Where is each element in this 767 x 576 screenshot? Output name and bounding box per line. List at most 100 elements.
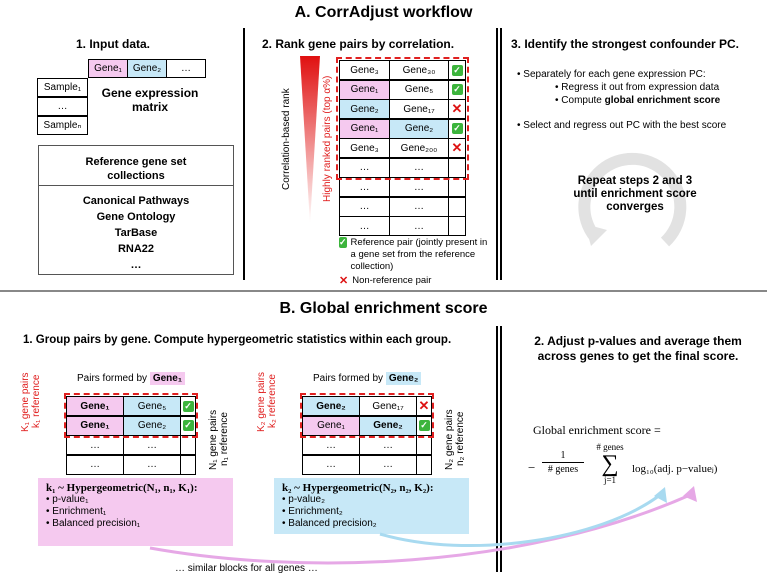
sum-term: log₁₀(adj. p−valueⱼ)	[632, 463, 718, 475]
step3-bullets: • Separately for each gene expression PC…	[517, 68, 762, 132]
rank-gradient-wedge	[300, 56, 320, 224]
stat-text: Enrichment₁	[52, 506, 107, 517]
stat-text: p-value₂	[288, 494, 325, 505]
bullet-text: Compute	[561, 95, 605, 106]
empty-cell	[416, 454, 432, 475]
collection-item: TarBase	[114, 227, 158, 239]
block2-formula: k₂ ~ Hypergeometric(N₂, n₂, K₂):	[282, 482, 434, 494]
check-icon: ✓	[182, 400, 194, 412]
cross-icon: ✕	[418, 398, 430, 413]
bullet-subitem: • Regress it out from expression data	[555, 82, 720, 93]
rank-axis-label: Correlation-based rank	[281, 88, 292, 190]
collection-item: …	[130, 259, 142, 271]
block1-stats-box: k₁ ~ Hypergeometric(N₁, n₁, K₁): • p-val…	[38, 478, 233, 546]
bullet-text: Select and regress out PC with the best …	[523, 120, 727, 131]
section-b-title: B. Global enrichment score	[279, 300, 488, 317]
check-cell: ✓	[180, 396, 196, 416]
empty-cell	[448, 177, 466, 197]
fraction: 1 # genes	[542, 450, 584, 475]
sum-lower: j=1	[603, 475, 617, 485]
matrix-header-gene2: Gene₂	[127, 59, 167, 78]
legend-nonreference: ✕Non-reference pair	[339, 275, 489, 287]
stat-text: Balanced precision₁	[52, 518, 141, 529]
collection-item: RNA22	[117, 243, 155, 255]
bullet-subitem: • Compute global enrichment score	[555, 95, 721, 106]
cross-cell: ✕	[448, 99, 466, 119]
legend-reference-text: Reference pair (jointly present in a gen…	[350, 237, 488, 272]
cross-icon: ✕	[339, 275, 349, 287]
step2-title: 2. Rank gene pairs by correlation.	[262, 37, 455, 51]
block2-caption-text: Pairs formed by	[313, 373, 384, 384]
pair-gene-a: …	[339, 216, 390, 236]
pair-gene-a: …	[302, 454, 360, 475]
block2-highlight	[300, 393, 434, 438]
legend: ✓Reference pair (jointly present in a ge…	[339, 237, 489, 287]
divider	[243, 28, 245, 280]
check-icon: ✓	[451, 64, 463, 76]
legend-nonreference-text: Non-reference pair	[352, 275, 432, 286]
sample-label: Sample₁	[37, 78, 88, 97]
empty-cell	[448, 216, 466, 236]
check-icon: ✓	[418, 420, 430, 431]
matrix-header-more: …	[166, 59, 206, 78]
step3-title: 3. Identify the strongest confounder PC.	[511, 37, 740, 51]
bullet-bold-text: global enrichment score	[604, 95, 721, 106]
aggregation-arrows	[149, 486, 697, 565]
reference-collections-title: Reference gene set collections	[39, 150, 233, 186]
pair-gene-b: …	[389, 216, 449, 236]
sum-symbol: # genes ∑ j=1	[590, 442, 630, 486]
stat-item: • p-value₁	[46, 494, 89, 505]
pair-gene-b: …	[389, 177, 449, 197]
block2-stats-box: k₂ ~ Hypergeometric(N₂, n₂, K₂): • p-val…	[274, 478, 469, 534]
highly-ranked-label: Highly ranked pairs (top α%)	[322, 75, 333, 202]
cross-cell: ✕	[448, 138, 466, 158]
reference-collections-box: Reference gene set collections Canonical…	[38, 145, 234, 275]
check-icon: ✓	[451, 123, 463, 134]
sample-label: …	[37, 97, 88, 116]
step1-title: 1. Input data.	[76, 37, 151, 51]
sample-label: Sampleₙ	[37, 116, 88, 135]
repeat-cycle-icon	[578, 152, 687, 247]
stat-item: • Enrichment₂	[282, 506, 343, 517]
repeat-text: Repeat steps 2 and 3 until enrichment sc…	[573, 175, 697, 213]
matrix-label: Gene expression matrix	[101, 86, 199, 114]
sum-upper: # genes	[596, 442, 624, 452]
top-pairs-highlight	[336, 57, 469, 180]
check-icon: ✓	[182, 420, 194, 431]
collection-list: Canonical Pathways Gene Ontology TarBase…	[39, 193, 233, 273]
cross-icon: ✕	[451, 101, 463, 116]
block1-highlight	[64, 393, 198, 438]
pair-gene-b: …	[389, 196, 449, 217]
stat-item: • Enrichment₁	[46, 506, 107, 517]
stat-item: • Balanced precision₁	[46, 518, 141, 529]
divider	[500, 28, 502, 280]
bullet-text: Regress it out from expression data	[561, 82, 720, 93]
block1-gene: Gene₁	[149, 372, 185, 385]
divider	[496, 28, 498, 280]
empty-cell	[180, 454, 196, 475]
stat-text: Balanced precision₂	[288, 518, 377, 529]
fraction-numerator: 1	[560, 450, 566, 461]
minus-sign: −	[528, 460, 536, 475]
stat-item: • Balanced precision₂	[282, 518, 377, 529]
bullet-item: • Select and regress out PC with the bes…	[517, 120, 727, 131]
pair-gene-b: …	[123, 454, 181, 475]
score-label: Global enrichment score =	[533, 423, 661, 437]
block2-gene: Gene₂	[385, 372, 422, 385]
block2-caption: Pairs formed by Gene₂	[313, 372, 422, 385]
block1-formula: k₁ ~ Hypergeometric(N₁, n₁, K₁):	[46, 482, 198, 494]
score-formula: − 1 # genes # genes ∑ j=1 log₁₀(adj. p−v…	[528, 442, 758, 502]
stat-text: Enrichment₂	[288, 506, 343, 517]
stat-text: p-value₁	[52, 494, 89, 505]
section-a-title: A. CorrAdjust workflow	[294, 4, 473, 21]
check-icon: ✓	[339, 237, 347, 248]
bullet-text: Separately for each gene expression PC:	[523, 69, 706, 80]
matrix-header-gene1: Gene₁	[88, 59, 128, 78]
block1-caption: Pairs formed by Gene₁	[77, 372, 185, 385]
legend-reference: ✓Reference pair (jointly present in a ge…	[339, 237, 489, 273]
block1-caption-text: Pairs formed by	[77, 373, 148, 384]
collection-item: Gene Ontology	[96, 211, 176, 223]
empty-cell	[448, 196, 466, 217]
fraction-denominator: # genes	[542, 462, 584, 475]
section-divider	[0, 290, 767, 292]
